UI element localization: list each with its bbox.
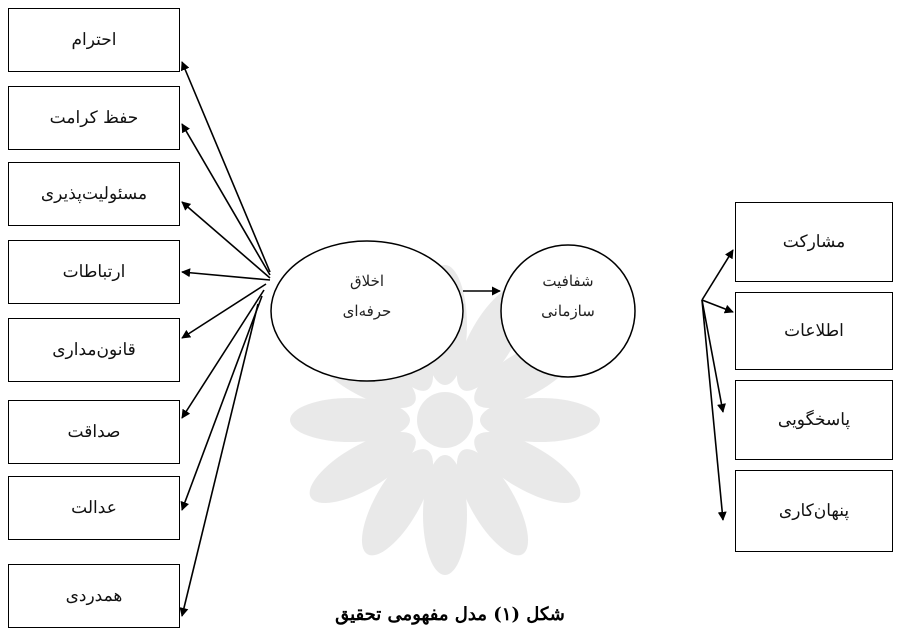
box-label: صداقت <box>67 422 121 442</box>
box-secrecy: پنهان‌کاری <box>735 470 893 552</box>
box-label: اطلاعات <box>784 321 844 341</box>
watermark-petal <box>456 449 529 556</box>
box-label: مشارکت <box>782 232 846 252</box>
ellipse-line-2: سازمانی <box>541 302 595 320</box>
ellipse-line-1: شفافیت <box>542 272 594 290</box>
left-arrows <box>179 61 271 617</box>
box-respect: احترام <box>8 8 180 72</box>
box-label: عدالت <box>71 498 117 518</box>
ellipse-professional-ethics <box>270 240 464 382</box>
box-label: پنهان‌کاری <box>778 501 850 521</box>
ellipse-organizational-transparency <box>500 244 636 378</box>
box-law-abidance: قانون‌مداری <box>8 318 180 382</box>
arrow-to-right-box <box>701 299 734 314</box>
watermark-petal <box>474 431 581 504</box>
watermark-petal <box>480 398 600 442</box>
arrow-to-left-box <box>180 61 271 273</box>
box-empathy: همدردی <box>8 564 180 628</box>
box-label: ارتباطات <box>62 262 126 282</box>
box-label: احترام <box>71 30 117 50</box>
box-accountability: پاسخگویی <box>735 380 893 460</box>
figure-caption: شکل (۱) مدل مفهومی تحقیق <box>335 604 565 625</box>
box-communication: ارتباطات <box>8 240 180 304</box>
box-label: مسئولیت‌پذیری <box>40 184 148 204</box>
right-arrows <box>701 249 734 521</box>
arrow-to-left-box <box>181 123 271 276</box>
box-responsibility: مسئولیت‌پذیری <box>8 162 180 226</box>
organizational-transparency-label: شفافیت سازمانی <box>498 266 638 326</box>
box-information: اطلاعات <box>735 292 893 370</box>
arrow-to-right-box <box>701 299 727 521</box>
professional-ethics-label: اخلاق حرفه‌ای <box>297 266 437 326</box>
box-dignity: حفظ کرامت <box>8 86 180 150</box>
box-label: حفظ کرامت <box>49 108 139 128</box>
arrow-to-right-box <box>701 299 726 413</box>
arrow-to-left-box <box>181 289 265 419</box>
arrow-to-left-box <box>179 303 259 617</box>
box-label: همدردی <box>65 586 123 606</box>
arrow-to-left-box <box>180 295 263 511</box>
watermark-petal <box>290 398 410 442</box>
arrow-to-left-box <box>181 283 267 339</box>
ellipse-line-1: اخلاق <box>349 272 385 290</box>
box-honesty: صداقت <box>8 400 180 464</box>
watermark-petal <box>361 449 434 556</box>
watermark-petal <box>423 455 467 575</box>
box-label: پاسخگویی <box>777 410 851 430</box>
box-label: قانون‌مداری <box>52 340 136 360</box>
watermark-petal <box>309 431 416 504</box>
arrow-to-left-box <box>181 268 271 281</box>
arrow-to-left-box <box>181 201 271 279</box>
box-justice: عدالت <box>8 476 180 540</box>
ellipse-line-2: حرفه‌ای <box>342 302 392 320</box>
arrow-to-right-box <box>701 249 734 301</box>
box-participation: مشارکت <box>735 202 893 282</box>
